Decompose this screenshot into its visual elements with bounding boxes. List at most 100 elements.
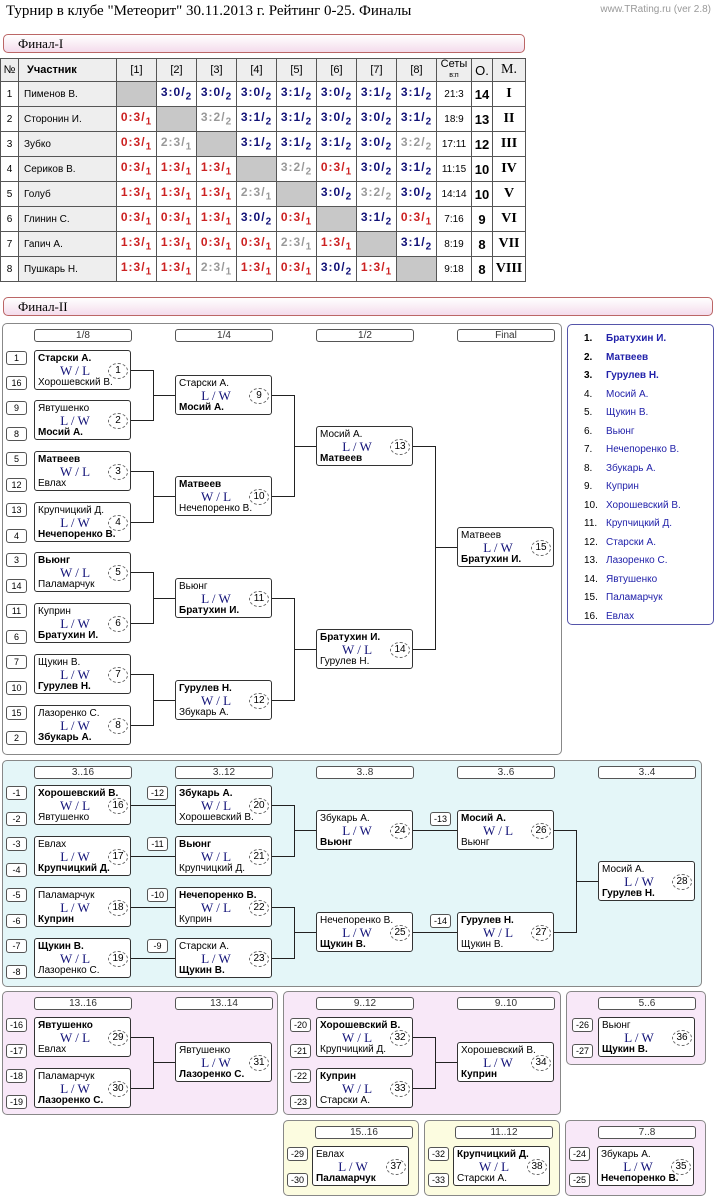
score-value: 3:1/2	[400, 235, 433, 253]
seed-number: 16	[6, 376, 27, 390]
player-top: Хорошевский В.	[461, 1045, 536, 1056]
score-points: 2	[425, 116, 433, 128]
match-number: 15	[531, 540, 551, 556]
connector-line	[131, 1037, 153, 1038]
final1-header[interactable]: Финал-I	[3, 34, 525, 53]
round-header: 7..8	[598, 1126, 696, 1139]
score-points: 2	[345, 191, 353, 203]
points-value: 10	[471, 156, 493, 182]
player-top: Евлах	[38, 839, 67, 850]
connector-line	[576, 881, 598, 882]
player-bottom: Щукин В.	[179, 965, 225, 976]
player-bottom: Братухин И.	[461, 554, 522, 565]
score-cell: 3:0/2	[356, 131, 397, 157]
score-cell: 2:3/1	[196, 256, 237, 282]
seed-number: -13	[430, 812, 451, 826]
match-result: W / L	[59, 363, 91, 378]
seed-number: -18	[6, 1069, 27, 1083]
score-cell: 1:3/1	[196, 206, 237, 232]
standing-name: Крупчицкий Д.	[606, 518, 673, 529]
seed-number: -30	[287, 1173, 308, 1187]
standing-name: Евлах	[606, 610, 635, 622]
score-value: 3:1/2	[240, 110, 273, 128]
score-value: 0:3/1	[120, 135, 153, 153]
player-top: Мосий А.	[461, 813, 506, 824]
match-number: 19	[108, 951, 128, 967]
seed-number: -33	[428, 1173, 449, 1187]
player-bottom: Паламарчук	[38, 579, 95, 590]
score-points: 2	[265, 116, 273, 128]
score-points: 2	[345, 141, 353, 153]
standing-row: 1.Братухин И.	[584, 333, 666, 344]
site-link[interactable]: www.TRating.ru (ver 2.8)	[600, 4, 711, 15]
seed-number: 1	[6, 351, 27, 365]
col-points: О.	[471, 58, 493, 82]
match-result: W / L	[59, 565, 91, 580]
connector-line	[294, 932, 316, 933]
player-top: Лазоренко С.	[38, 708, 100, 719]
final2-header[interactable]: Финал-II	[3, 297, 713, 316]
score-value: 1:3/1	[120, 185, 153, 203]
standing-name: Вьюнг	[606, 425, 635, 437]
score-points: 2	[225, 91, 233, 103]
score-cell: 3:1/2	[356, 206, 397, 232]
score-value: 3:0/2	[200, 85, 233, 103]
seed-number: -14	[430, 914, 451, 928]
score-value: 3:2/2	[400, 135, 433, 153]
standing-name: Гурулев Н.	[606, 370, 659, 381]
seed-number: 14	[6, 579, 27, 593]
score-cell: 0:3/1	[396, 206, 437, 232]
player-bottom: Хорошевский В.	[179, 812, 254, 823]
seed-number: -24	[569, 1147, 590, 1161]
score-points: 2	[265, 141, 273, 153]
place-value: III	[492, 131, 526, 157]
score-points: 2	[385, 141, 393, 153]
col-participant: Участник	[18, 58, 117, 82]
score-value: 0:3/1	[200, 235, 233, 253]
seed-number: 15	[6, 706, 27, 720]
score-cell: 3:2/2	[396, 131, 437, 157]
score-cell: 0:3/1	[116, 206, 157, 232]
sets-value: 14:14	[436, 181, 472, 207]
player-bottom: Щукин В.	[602, 1044, 648, 1055]
